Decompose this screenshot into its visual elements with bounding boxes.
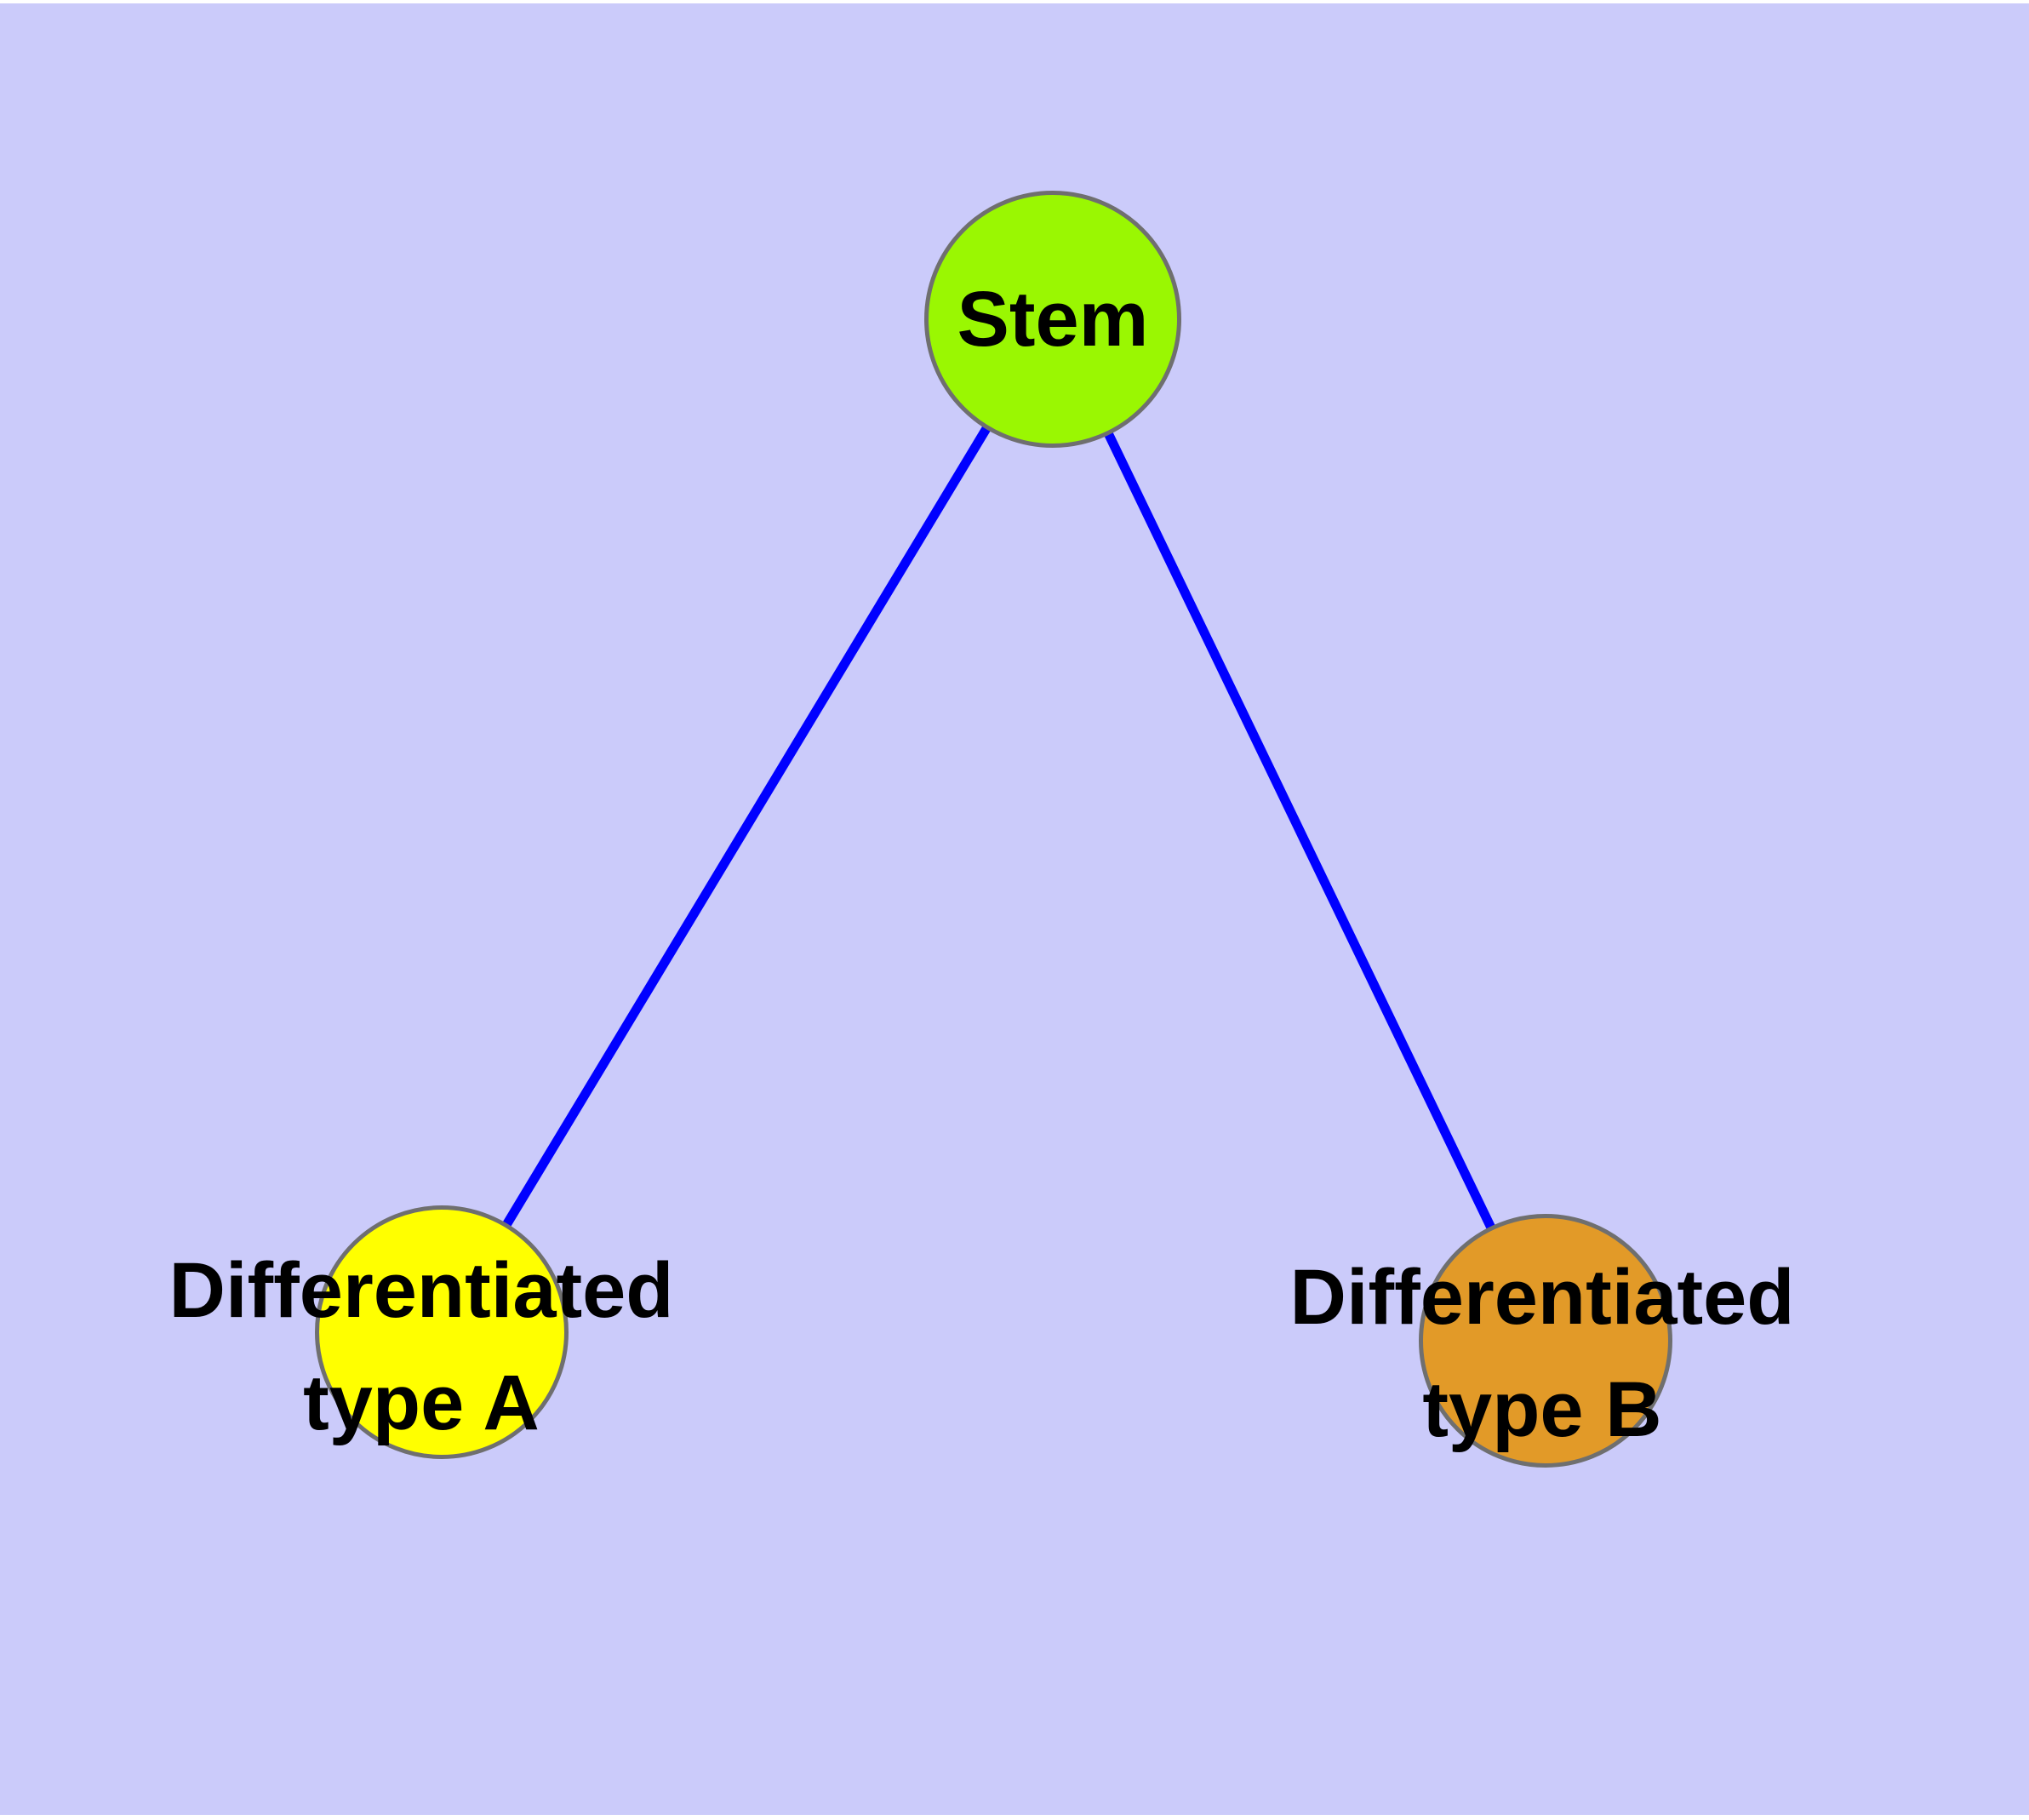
label-line-2: type A	[303, 1359, 540, 1446]
label-line-1: Differentiated	[1289, 1254, 1795, 1341]
node-differentiated-type-a	[315, 1205, 569, 1459]
node-stem: Stem	[924, 191, 1181, 448]
diagram-canvas: Stem Differentiated type A Differentiate…	[0, 3, 2029, 1815]
edge-stem-to-type-a	[437, 316, 1057, 1335]
node-differentiated-type-b-label: Differentiated type B	[1117, 1241, 1968, 1466]
label-line-2: type B	[1422, 1366, 1662, 1453]
label-line-1: Differentiated	[169, 1247, 674, 1334]
edge-stem-to-type-b	[1049, 316, 1550, 1343]
node-differentiated-type-b	[1419, 1214, 1672, 1468]
edges-layer	[437, 316, 1550, 1343]
node-differentiated-type-a-label: Differentiated type A	[0, 1234, 847, 1459]
node-stem-label: Stem	[957, 276, 1149, 363]
